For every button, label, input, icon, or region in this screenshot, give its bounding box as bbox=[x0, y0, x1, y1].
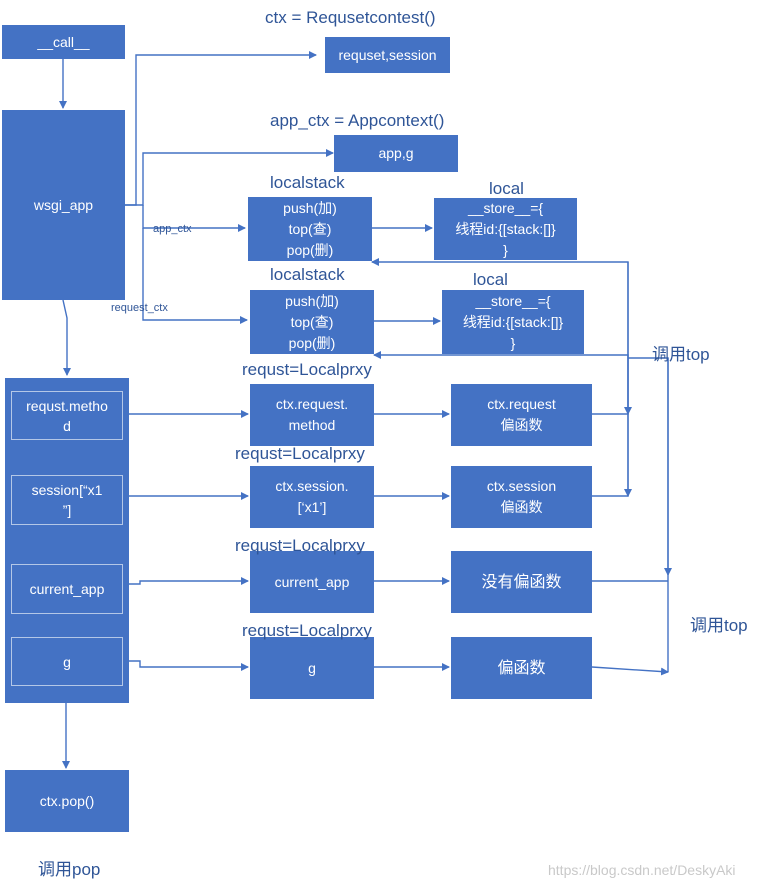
no-partial-box: 没有偏函数 bbox=[451, 551, 592, 613]
call-top-label-1: 调用top bbox=[652, 345, 710, 364]
ctx-pop-box: ctx.pop() bbox=[5, 770, 129, 832]
session-item: session[“x1 ”] bbox=[11, 475, 123, 525]
localstack-1-label: localstack bbox=[270, 173, 345, 192]
proxy-label-4: requst=Localprxy bbox=[242, 621, 372, 640]
app-g-box: app,g bbox=[334, 135, 458, 172]
ctx-session-box: ctx.session. [‘x1’] bbox=[250, 466, 374, 528]
call-pop-label: 调用pop bbox=[38, 860, 101, 879]
call-box: __call__ bbox=[2, 25, 125, 59]
request-ctx-edge-label: request_ctx bbox=[111, 302, 168, 314]
arrow-g-partial-to-right bbox=[591, 666, 669, 676]
partial-session-box: ctx.session 偏函数 bbox=[451, 466, 592, 528]
local-2-label: local bbox=[473, 270, 508, 289]
arrow-current-app-to-box bbox=[128, 577, 249, 585]
localstack-2-box: push(加) top(查) pop(删) bbox=[250, 290, 374, 354]
request-method-item: requst.metho d bbox=[11, 391, 123, 440]
partial-request-box: ctx.request 偏函数 bbox=[451, 384, 592, 446]
ctx-assign-label: ctx = Requsetcontest() bbox=[265, 8, 436, 27]
partial-g-box: 偏函数 bbox=[451, 637, 592, 699]
current-app-box: current_app bbox=[250, 551, 374, 613]
arrow-request-ctx-to-localstack bbox=[142, 228, 248, 324]
proxy-label-3: requst=Localprxy bbox=[235, 536, 365, 555]
app-ctx-assign-label: app_ctx = Appcontext() bbox=[270, 111, 445, 130]
local-2-box: __store__={ 线程id:{[stack:[]} } bbox=[442, 290, 584, 354]
request-session-box: requset,session bbox=[325, 37, 450, 73]
arrow-g-to-box bbox=[128, 660, 249, 671]
local-1-label: local bbox=[489, 179, 524, 198]
g-item: g bbox=[11, 637, 123, 686]
app-ctx-edge-label: app_ctx bbox=[153, 223, 192, 235]
localstack-1-box: push(加) top(查) pop(删) bbox=[248, 197, 372, 261]
call-top-label-2: 调用top bbox=[690, 616, 748, 635]
g-box: g bbox=[250, 637, 374, 699]
localstack-2-label: localstack bbox=[270, 265, 345, 284]
ctx-request-method-box: ctx.request. method bbox=[250, 384, 374, 446]
proxy-label-2: requst=Localprxy bbox=[235, 444, 365, 463]
proxy-items-container bbox=[5, 378, 129, 703]
arrow-wsgi-to-app-context bbox=[125, 149, 334, 206]
wsgi-app-box: wsgi_app bbox=[2, 110, 125, 300]
watermark-text: https://blog.csdn.net/DeskyAki bbox=[548, 862, 736, 878]
arrow-top-right-return-a bbox=[628, 357, 672, 576]
local-1-box: __store__={ 线程id:{[stack:[]} } bbox=[434, 198, 577, 260]
arrow-wsgi-to-items bbox=[62, 299, 71, 376]
proxy-label-1: requst=Localprxy bbox=[242, 360, 372, 379]
current-app-item: current_app bbox=[11, 564, 123, 614]
